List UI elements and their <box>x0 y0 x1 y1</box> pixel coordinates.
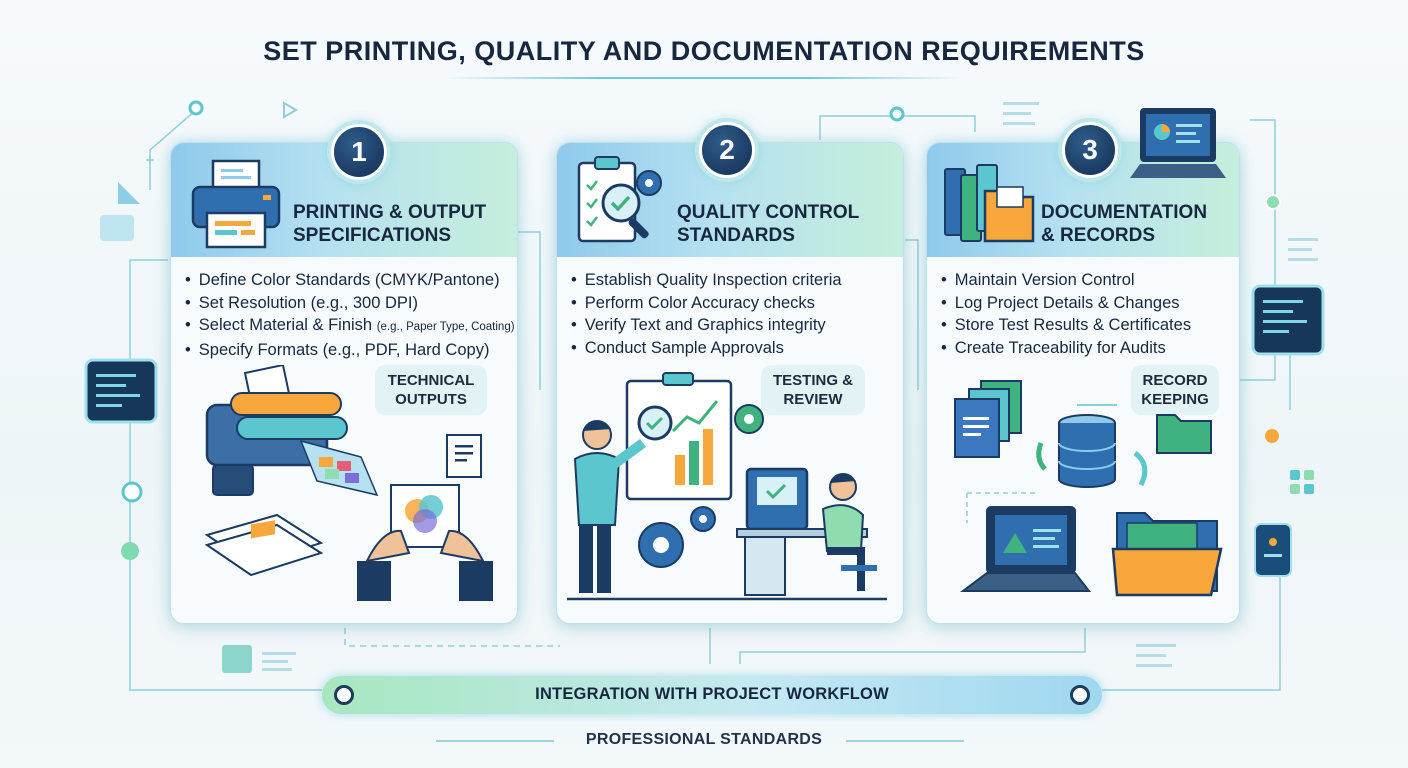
tag-testing-review: TESTING &REVIEW <box>761 365 865 415</box>
binders-folder-icon <box>944 164 1035 243</box>
step-number-badge: 2 <box>699 122 755 178</box>
list-item: Set Resolution (e.g., 300 DPI) <box>185 292 515 315</box>
list-item: Verify Text and Graphics integrity <box>571 314 842 337</box>
checklist-magnifier-icon <box>577 156 662 243</box>
printer-icon <box>191 159 281 249</box>
list-item: Specify Formats (e.g., PDF, Hard Copy) <box>185 339 515 362</box>
list-item: Create Traceability for Audits <box>941 337 1191 360</box>
record-keeping-illustration <box>954 380 1223 597</box>
list-item: Maintain Version Control <box>941 269 1191 292</box>
quality-review-illustration <box>567 372 887 601</box>
card-title: QUALITY CONTROL STANDARDS <box>677 202 860 246</box>
workflow-bar: INTEGRATION WITH PROJECT WORKFLOW <box>322 676 1102 714</box>
card-printing-output: PRINTING & OUTPUT SPECIFICATIONS Define … <box>170 142 518 624</box>
bullet-list: Maintain Version Control Log Project Det… <box>941 269 1191 359</box>
workflow-label: INTEGRATION WITH PROJECT WORKFLOW <box>535 685 889 703</box>
card-title: PRINTING & OUTPUT SPECIFICATIONS <box>293 202 487 246</box>
laptop-icon <box>1130 108 1226 178</box>
list-item: Store Test Results & Certificates <box>941 314 1191 337</box>
workflow-end-node <box>1070 685 1090 705</box>
workflow-start-node <box>334 685 354 705</box>
bullet-list: Establish Quality Inspection criteria Pe… <box>571 269 842 359</box>
page-title: SET PRINTING, QUALITY AND DOCUMENTATION … <box>263 36 1145 66</box>
footer-divider-right <box>846 740 964 742</box>
card-header: PRINTING & OUTPUT SPECIFICATIONS <box>171 143 517 257</box>
list-item: Select Material & Finish (e.g., Paper Ty… <box>185 314 515 339</box>
step-number-badge: 3 <box>1062 122 1118 178</box>
title-divider <box>444 77 964 79</box>
card-title: DOCUMENTATION & RECORDS <box>1041 202 1208 246</box>
card-quality-control: QUALITY CONTROL STANDARDS Establish Qual… <box>556 142 904 624</box>
list-item: Conduct Sample Approvals <box>571 337 842 360</box>
footer-divider-left <box>436 740 554 742</box>
card-header: QUALITY CONTROL STANDARDS <box>557 143 903 257</box>
list-item: Perform Color Accuracy checks <box>571 292 842 315</box>
list-item: Define Color Standards (CMYK/Pantone) <box>185 269 515 292</box>
printing-press-illustration <box>204 365 493 601</box>
list-item: Log Project Details & Changes <box>941 292 1191 315</box>
card-documentation-records: DOCUMENTATION & RECORDS Maintain Version… <box>926 142 1240 624</box>
footer-label: PROFESSIONAL STANDARDS <box>585 731 823 748</box>
step-number-badge: 1 <box>331 124 387 180</box>
bullet-list: Define Color Standards (CMYK/Pantone) Se… <box>185 269 515 361</box>
list-item: Establish Quality Inspection criteria <box>571 269 842 292</box>
